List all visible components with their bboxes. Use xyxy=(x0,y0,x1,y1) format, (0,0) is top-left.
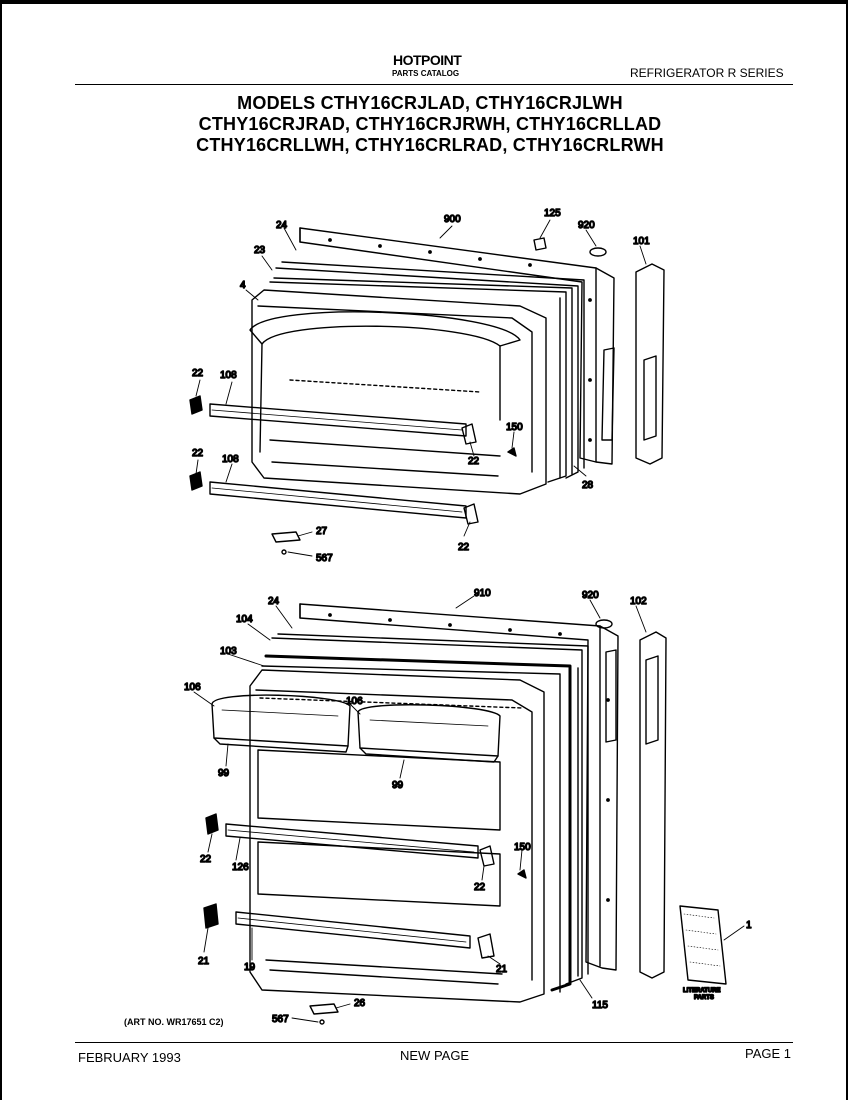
footer-page-number: PAGE 1 xyxy=(745,1046,792,1061)
literature-sublabel: PARTS xyxy=(694,995,714,1001)
callout-103: 103 xyxy=(220,646,237,657)
freezer-bracket-left-upper xyxy=(189,395,203,415)
callout-102: 102 xyxy=(630,596,647,607)
callout-21: 21 xyxy=(496,964,508,975)
footer-status: NEW PAGE xyxy=(400,1048,470,1063)
freezer-plug-125 xyxy=(533,237,547,251)
callout-23: 23 xyxy=(254,245,266,256)
freezer-cap-920 xyxy=(589,247,607,257)
callout-99: 99 xyxy=(392,780,404,791)
freezer-outer-door xyxy=(299,227,615,465)
freezer-handle-strip-101 xyxy=(635,263,665,465)
callout-115: 115 xyxy=(592,1000,608,1011)
models-line-2: CTHY16CRJRAD, CTHY16CRJRWH, CTHY16CRLLAD xyxy=(198,114,662,134)
callout-108: 108 xyxy=(222,454,239,465)
dairy-compartment-door-right xyxy=(357,704,501,763)
freezer-bracket-right-upper xyxy=(461,423,477,445)
footer-date: FEBRUARY 1993 xyxy=(78,1050,181,1065)
callout-24: 24 xyxy=(276,220,288,231)
callout-900: 900 xyxy=(444,214,461,225)
fresh-food-gaskets xyxy=(261,633,589,993)
freezer-screw-150 xyxy=(507,447,517,457)
fresh-food-shelf-bar-lower xyxy=(235,911,471,949)
fresh-food-screw-150 xyxy=(517,869,527,879)
fresh-food-leader-lines xyxy=(193,595,745,1023)
callout-22: 22 xyxy=(458,542,470,553)
freezer-screw-567 xyxy=(281,549,287,555)
brand-name: HOTPOINT xyxy=(393,52,462,68)
callout-22: 22 xyxy=(468,456,480,467)
fresh-food-shelf-bar-upper xyxy=(225,823,479,859)
callout-125: 125 xyxy=(544,208,561,219)
fresh-food-bracket-right-lower xyxy=(477,933,495,959)
callout-920: 920 xyxy=(578,220,595,231)
callout-22: 22 xyxy=(192,448,204,459)
fresh-food-shim-26 xyxy=(309,1003,339,1015)
freezer-bracket-right-lower xyxy=(463,503,479,525)
fresh-food-bracket-left-lower xyxy=(203,903,219,929)
freezer-shim-27 xyxy=(271,531,301,543)
callout-150: 150 xyxy=(506,422,523,433)
literature-label: LITERATURE xyxy=(683,988,721,994)
callout-4: 4 xyxy=(240,280,246,291)
dairy-compartment-door-left xyxy=(211,694,351,753)
callout-1: 1 xyxy=(746,920,752,931)
callout-19: 19 xyxy=(244,962,256,973)
callout-22: 22 xyxy=(200,854,212,865)
fresh-food-door-assembly xyxy=(193,595,745,1025)
callout-920: 920 xyxy=(582,590,599,601)
callout-27: 27 xyxy=(316,526,328,537)
callout-567: 567 xyxy=(272,1014,289,1025)
freezer-bracket-left-lower xyxy=(189,471,203,491)
fresh-food-bracket-right-upper xyxy=(479,845,495,867)
callout-101: 101 xyxy=(633,236,650,247)
freezer-leader-lines xyxy=(195,219,647,557)
callout-22: 22 xyxy=(192,368,204,379)
callout-567: 567 xyxy=(316,553,333,564)
callout-126: 126 xyxy=(232,862,249,873)
callout-910: 910 xyxy=(474,588,491,599)
callout-106: 106 xyxy=(346,696,363,707)
freezer-door-assembly xyxy=(189,219,665,557)
fresh-food-cap-920 xyxy=(595,619,613,629)
art-number: (ART NO. WR17651 C2) xyxy=(124,1017,224,1027)
callout-26: 26 xyxy=(354,998,366,1009)
callout-22: 22 xyxy=(474,882,486,893)
callout-106: 106 xyxy=(184,682,201,693)
callout-104: 104 xyxy=(236,614,253,625)
catalog-label: PARTS CATALOG xyxy=(392,69,460,78)
callout-108: 108 xyxy=(220,370,237,381)
freezer-shelf-bar-lower xyxy=(209,481,467,519)
fresh-food-outer-door xyxy=(299,603,619,971)
callout-99: 99 xyxy=(218,768,230,779)
callout-150: 150 xyxy=(514,842,531,853)
literature-parts-booklet xyxy=(679,905,727,985)
header-rule xyxy=(75,84,793,85)
freezer-shelf-bar-upper xyxy=(209,403,467,437)
freezer-gaskets xyxy=(269,261,585,483)
callout-21: 21 xyxy=(198,956,210,967)
callout-24: 24 xyxy=(268,596,280,607)
models-line-1: MODELS CTHY16CRJLAD, CTHY16CRJLWH xyxy=(237,93,623,113)
series-label: REFRIGERATOR R SERIES xyxy=(630,66,784,80)
freezer-inner-liner xyxy=(249,289,547,495)
callout-28: 28 xyxy=(582,480,594,491)
footer-rule xyxy=(75,1042,793,1043)
fresh-food-bracket-left-upper xyxy=(205,813,219,835)
fresh-food-inner-liner xyxy=(249,669,545,1003)
fresh-food-handle-strip-102 xyxy=(639,631,667,979)
fresh-food-screw-567 xyxy=(319,1019,325,1025)
models-line-3: CTHY16CRLLWH, CTHY16CRLRAD, CTHY16CRLRWH xyxy=(196,135,664,155)
